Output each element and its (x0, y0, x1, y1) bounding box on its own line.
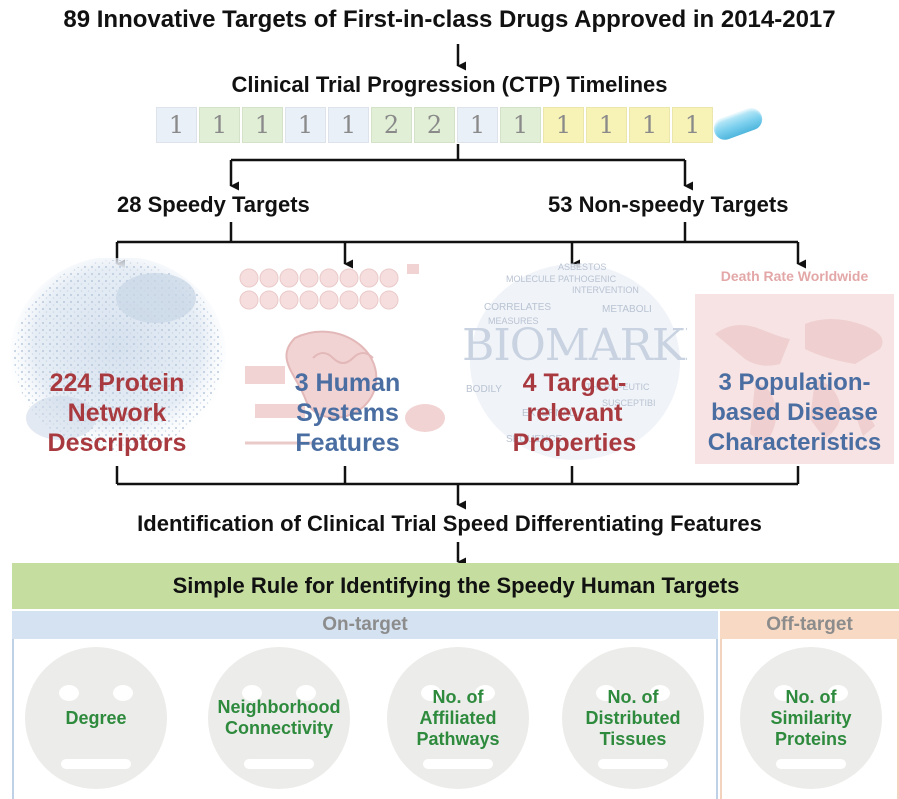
word-cloud-term: EXTERNAL (522, 408, 575, 419)
face-eye-icon (596, 685, 616, 701)
feature-distributed-tissues: No. of Distributed Tissues (562, 647, 704, 789)
main-title: 89 Innovative Targets of First-in-class … (63, 6, 836, 33)
cell-membrane-graphic (239, 264, 445, 445)
face-eye-icon (421, 685, 441, 701)
death-rate-label: Death Rate Worldwide (720, 268, 869, 284)
word-cloud-term: METABOLI (602, 304, 652, 315)
ctp-cell: 1 (629, 107, 670, 143)
face-mouth-icon (598, 759, 668, 769)
face-eye-icon (828, 685, 848, 701)
ctp-cell: 1 (156, 107, 197, 143)
panel-human-systems: 3 Human Systems Features (235, 258, 460, 466)
word-cloud-term: CORRELATES (484, 302, 552, 313)
feature-label-affiliated-pathways: No. of Affiliated Pathways (416, 686, 500, 749)
face-mouth-icon (244, 759, 314, 769)
face-mouth-icon (776, 759, 846, 769)
panel-label-target-properties: 4 Target- relevant Properties (512, 369, 637, 457)
feature-label-degree: Degree (65, 707, 127, 728)
feature-label-similarity-proteins: No. of Similarity Proteins (770, 686, 852, 749)
face-eye-icon (475, 685, 495, 701)
network-graphic (10, 258, 226, 456)
word-cloud-term: BODILY (466, 384, 502, 395)
speedy-targets-label: 28 Speedy Targets (117, 192, 310, 217)
non-speedy-targets-label: 53 Non-speedy Targets (548, 192, 789, 217)
ctp-cell: 1 (199, 107, 240, 143)
ctp-cell: 2 (371, 107, 412, 143)
face-eye-icon (113, 685, 133, 701)
word-cloud-backdrop (470, 264, 680, 460)
ctp-cell: 1 (500, 107, 541, 143)
ctp-cell: 1 (457, 107, 498, 143)
biomarker-word: BIOMARKER (462, 320, 687, 371)
feature-neighborhood-connectivity: Neighborhood Connectivity (208, 647, 350, 789)
rule-heading: Simple Rule for Identifying the Speedy H… (12, 563, 899, 609)
identification-heading: Identification of Clinical Trial Speed D… (137, 511, 762, 536)
ctp-cell: 1 (543, 107, 584, 143)
panel-protein-network: 224 Protein Network Descriptors (6, 258, 228, 466)
ctp-cell: 1 (672, 107, 713, 143)
word-cloud-term: THERAPEUTIC (586, 382, 650, 392)
word-cloud-term: SEQUENCE (506, 434, 563, 445)
ctp-cell: 1 (328, 107, 369, 143)
word-cloud-term: MEASURES (488, 316, 539, 326)
face-eye-icon (296, 685, 316, 701)
word-cloud-term: INTERVENTION (572, 285, 639, 295)
face-eye-icon (242, 685, 262, 701)
ctp-heading: Clinical Trial Progression (CTP) Timelin… (231, 72, 668, 97)
feature-similarity-proteins: No. of Similarity Proteins (740, 647, 882, 789)
face-mouth-icon (423, 759, 493, 769)
world-map-backdrop (695, 294, 894, 464)
ctp-cell: 2 (414, 107, 455, 143)
face-mouth-icon (61, 759, 131, 769)
world-map-graphic (715, 319, 883, 444)
feature-degree: Degree (25, 647, 167, 789)
face-eye-icon (650, 685, 670, 701)
off-target-heading: Off-target (720, 611, 899, 639)
feature-affiliated-pathways: No. of Affiliated Pathways (387, 647, 529, 789)
panel-disease-characteristics: Death Rate Worldwide 3 Population- based… (693, 258, 896, 466)
feature-label-distributed-tissues: No. of Distributed Tissues (585, 686, 681, 749)
ctp-cell: 1 (285, 107, 326, 143)
word-cloud-term: MOLECULE PATHOGENIC (506, 274, 617, 284)
face-eye-icon (774, 685, 794, 701)
word-cloud-term: ASBESTOS (558, 262, 607, 272)
panel-label-protein-network: 224 Protein Network Descriptors (47, 369, 187, 457)
on-target-heading: On-target (12, 611, 718, 639)
ctp-cell: 1 (586, 107, 627, 143)
feature-label-neighborhood-connectivity: Neighborhood Connectivity (217, 697, 341, 738)
panel-label-disease-characteristics: 3 Population- based Disease Characterist… (707, 369, 882, 456)
face-eye-icon (59, 685, 79, 701)
panel-label-human-systems: 3 Human Systems Features (294, 369, 401, 457)
ctp-cell: 1 (242, 107, 283, 143)
word-cloud-term: SUSCEPTIBI (602, 398, 656, 408)
